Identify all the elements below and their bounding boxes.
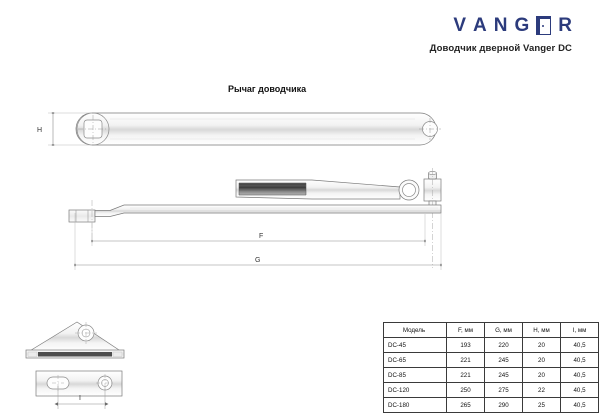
cell-i: 40,5 [560,397,599,413]
cell-model: DC-65 [383,352,447,368]
cell-h: 22 [522,382,561,398]
view-bracket-triangle [25,321,125,359]
cell-i: 40,5 [560,352,599,368]
cell-f: 221 [446,352,485,368]
dimension-g-label: G [255,257,260,264]
table-row: DC-85 221 245 20 40,5 [383,367,599,383]
table-row: DC-180 265 290 25 40,5 [383,397,599,413]
dimension-h [48,112,92,146]
cell-h: 20 [522,367,561,383]
door-icon [536,15,552,35]
logo-letter-r: R [558,14,572,36]
cell-h: 25 [522,397,561,413]
cell-f: 265 [446,397,485,413]
cell-g: 275 [484,382,523,398]
table-header-h: H, мм [522,322,561,338]
view-bracket-plate [35,370,123,397]
dimension-h-label: H [37,127,42,134]
brand-subtitle: Доводчик дверной Vanger DC [429,43,572,54]
dimension-i [54,386,109,409]
cell-i: 40,5 [560,367,599,383]
cell-model: DC-180 [383,397,447,413]
dimension-f [91,214,426,246]
drawing-title: Рычаг доводчика [228,84,307,94]
cell-f: 250 [446,382,485,398]
brand-block: V A N G R Доводчик дверной Vanger DC [430,14,572,54]
cell-h: 20 [522,352,561,368]
table-header-g: G, мм [484,322,523,338]
cell-g: 245 [484,367,523,383]
cell-i: 40,5 [560,337,599,353]
view-side-arm-lower [68,200,442,243]
table-header-i: I, мм [560,322,599,338]
view-top-arm [75,112,441,146]
cell-g: 290 [484,397,523,413]
door-knob-shape [542,24,545,27]
dimension-i-label: I [79,395,81,402]
spec-table: Модель F, мм G, мм H, мм I, мм DC-45 193… [383,322,599,413]
table-header-row: Модель F, мм G, мм H, мм I, мм [383,322,599,338]
brand-logo: V A N G R [430,14,572,36]
table-row: DC-65 221 245 20 40,5 [383,352,599,368]
spec-table-container: Модель F, мм G, мм H, мм I, мм DC-45 193… [383,322,599,413]
dimension-f-label: F [259,233,263,240]
dimension-g [74,213,442,270]
logo-letter-a: A [473,14,487,36]
view-side-arm-upper [235,168,442,268]
table-row: DC-45 193 220 20 40,5 [383,337,599,353]
cell-model: DC-85 [383,367,447,383]
logo-letter-g: G [514,14,530,36]
table-row: DC-120 250 275 22 40,5 [383,382,599,398]
cell-h: 20 [522,337,561,353]
logo-letter-v: V [453,14,467,36]
table-header-model: Модель [383,322,447,338]
table-header-f: F, мм [446,322,485,338]
cell-i: 40,5 [560,382,599,398]
door-panel-shape [540,17,552,35]
cell-f: 193 [446,337,485,353]
cell-g: 220 [484,337,523,353]
cell-model: DC-120 [383,382,447,398]
logo-letter-n: N [493,14,508,36]
cell-g: 245 [484,352,523,368]
cell-f: 221 [446,367,485,383]
cell-model: DC-45 [383,337,447,353]
